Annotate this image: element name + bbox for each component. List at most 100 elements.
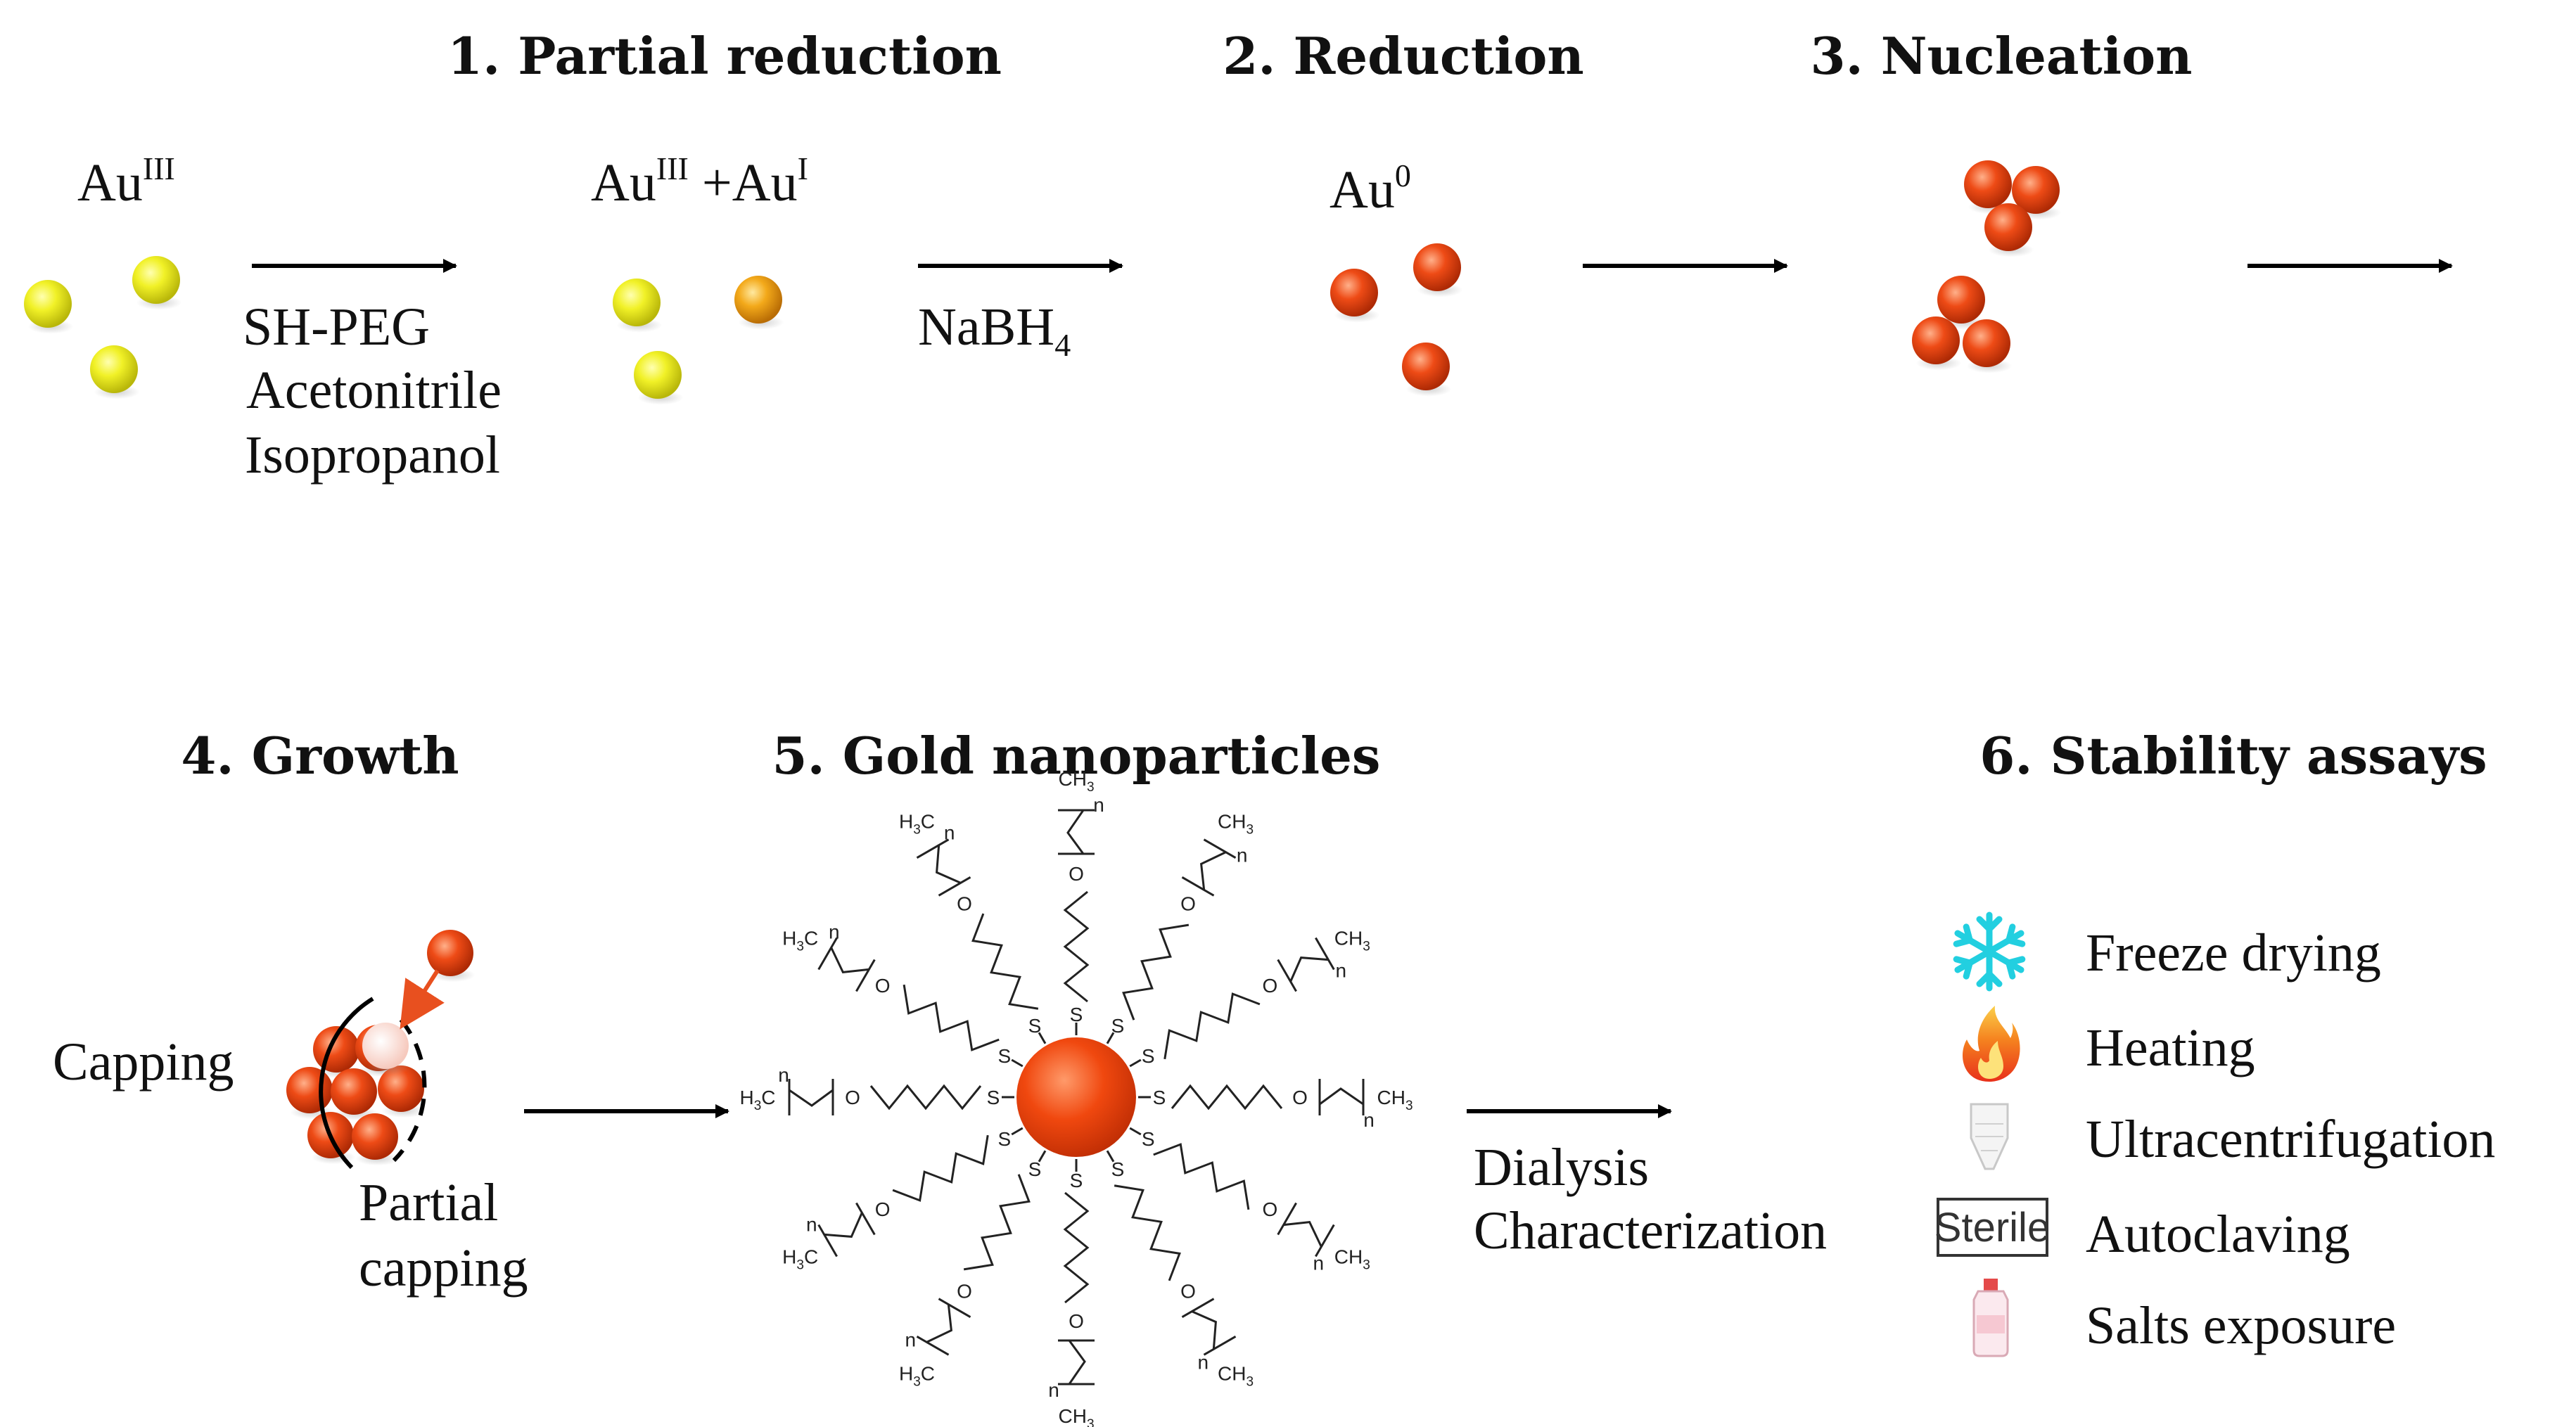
sulfur-atom: S (997, 1128, 1011, 1150)
au-iii-particle (132, 256, 182, 310)
reagent-sh-peg: SH-PEG (243, 297, 430, 357)
repeat-n-label: n (806, 1213, 817, 1235)
nucleation-particle (1963, 319, 2013, 373)
repeat-n-label: n (1335, 960, 1346, 982)
methyl-group: CH3 (1218, 811, 1254, 838)
methyl-group: H3C (782, 1246, 818, 1273)
label-capping: Capping (53, 1032, 234, 1092)
repeat-n-label: n (905, 1329, 916, 1350)
growth-cluster-particle (352, 1113, 400, 1166)
repeat-n-label: n (1363, 1109, 1375, 1131)
repeat-n-label: n (1197, 1351, 1209, 1373)
nucleation-particle (1964, 160, 2014, 215)
peg-ligand: S On CH3 (1129, 1127, 1370, 1274)
sulfur-atom: S (997, 1045, 1011, 1067)
oxygen-atom: O (1263, 1198, 1278, 1220)
sulfur-atom: S (1142, 1128, 1155, 1150)
oxygen-atom: O (1263, 975, 1278, 997)
step-title-partial-reduction: 1. Partial reduction (447, 26, 1002, 86)
au-0-particle (1402, 343, 1452, 397)
assay-heating: Heating (2086, 1018, 2255, 1077)
step-title-reduction: 2. Reduction (1223, 26, 1583, 86)
methyl-group: H3C (899, 811, 935, 838)
label-au-iii-plus-au-i: AuIII +AuI (591, 151, 808, 212)
repeat-n-label: n (944, 822, 955, 844)
particle-group (24, 160, 2062, 1166)
methyl-group: CH3 (1334, 928, 1370, 954)
methyl-group: H3C (782, 928, 818, 954)
sulfur-atom: S (987, 1087, 1000, 1108)
step-title-stability-assays: 6. Stability assays (1979, 726, 2487, 786)
sulfur-atom: S (1142, 1045, 1155, 1067)
sulfur-atom: S (1111, 1158, 1125, 1180)
sulfur-atom: S (1153, 1087, 1166, 1108)
gold-nanoparticle-core (1016, 1037, 1136, 1157)
step-title-nucleation: 3. Nucleation (1810, 26, 2192, 86)
oxygen-atom: O (875, 1198, 891, 1220)
salt-bottle-icon (1972, 1279, 2009, 1357)
assay-ultracentrifugation: Ultracentrifugation (2086, 1110, 2495, 1169)
repeat-n-label: n (1048, 1379, 1059, 1401)
label-au-0: Au0 (1330, 158, 1411, 219)
partial-capping-site (362, 1023, 411, 1075)
centrifuge-tube-icon (1970, 1103, 2009, 1170)
repeat-n-label: n (1237, 845, 1248, 866)
capping-arc (319, 997, 374, 1170)
oxygen-atom: O (1069, 863, 1084, 885)
assay-freeze-drying: Freeze drying (2086, 923, 2381, 983)
step-title-gold-nanoparticles: 5. Gold nanoparticles (772, 726, 1381, 786)
growth-cluster (319, 969, 445, 1170)
sulfur-atom: S (1028, 1015, 1042, 1037)
step-title-growth: 4. Growth (181, 726, 459, 786)
au-i-particle (734, 276, 784, 330)
au-iii-particle (613, 279, 663, 333)
oxygen-atom: O (1180, 893, 1196, 915)
repeat-n-label: n (1093, 794, 1104, 816)
methyl-group: CH3 (1334, 1246, 1370, 1273)
sterile-label-icon: Sterile (1934, 1198, 2050, 1257)
methyl-group: H3C (899, 1362, 935, 1389)
label-characterization: Characterization (1474, 1201, 1827, 1260)
oxygen-atom: O (957, 1280, 972, 1302)
assay-salts-exposure: Salts exposure (2086, 1296, 2396, 1355)
growth-cluster-particle (378, 1066, 426, 1118)
sulfur-atom: S (1070, 1170, 1083, 1191)
nucleation-particle (1984, 203, 2034, 257)
svg-text:Sterile: Sterile (1934, 1205, 2050, 1250)
methyl-group: CH3 (1058, 768, 1094, 795)
nucleation-particle (1912, 316, 1962, 371)
au-0-particle (1330, 269, 1380, 323)
snowflake-icon (1953, 911, 2026, 988)
sulfur-atom: S (1028, 1158, 1042, 1180)
au-iii-particle (24, 280, 74, 334)
methyl-group: CH3 (1377, 1087, 1413, 1113)
flame-icon (1962, 1006, 2020, 1082)
peg-ligand: S On CH3 (1106, 811, 1254, 1044)
oxygen-atom: O (1069, 1310, 1084, 1332)
oxygen-atom: O (875, 975, 891, 997)
oxygen-atom: O (1292, 1087, 1308, 1108)
methyl-group: CH3 (1218, 1362, 1254, 1389)
au-iii-particle (90, 345, 140, 399)
reagent-nabh4: NaBH4 (918, 297, 1071, 363)
reagent-acetonitrile: Acetonitrile (246, 361, 502, 420)
au-iii-particle (634, 351, 684, 405)
sulfur-atom: S (1111, 1015, 1125, 1037)
oxygen-atom: O (845, 1087, 860, 1108)
repeat-n-label: n (1313, 1253, 1324, 1274)
reagent-isopropanol: Isopropanol (245, 425, 500, 485)
oxygen-atom: O (1180, 1280, 1196, 1302)
label-dialysis: Dialysis (1474, 1138, 1649, 1197)
label-partial-capping: capping (359, 1239, 528, 1298)
incoming-atom-arrow (400, 969, 445, 1030)
